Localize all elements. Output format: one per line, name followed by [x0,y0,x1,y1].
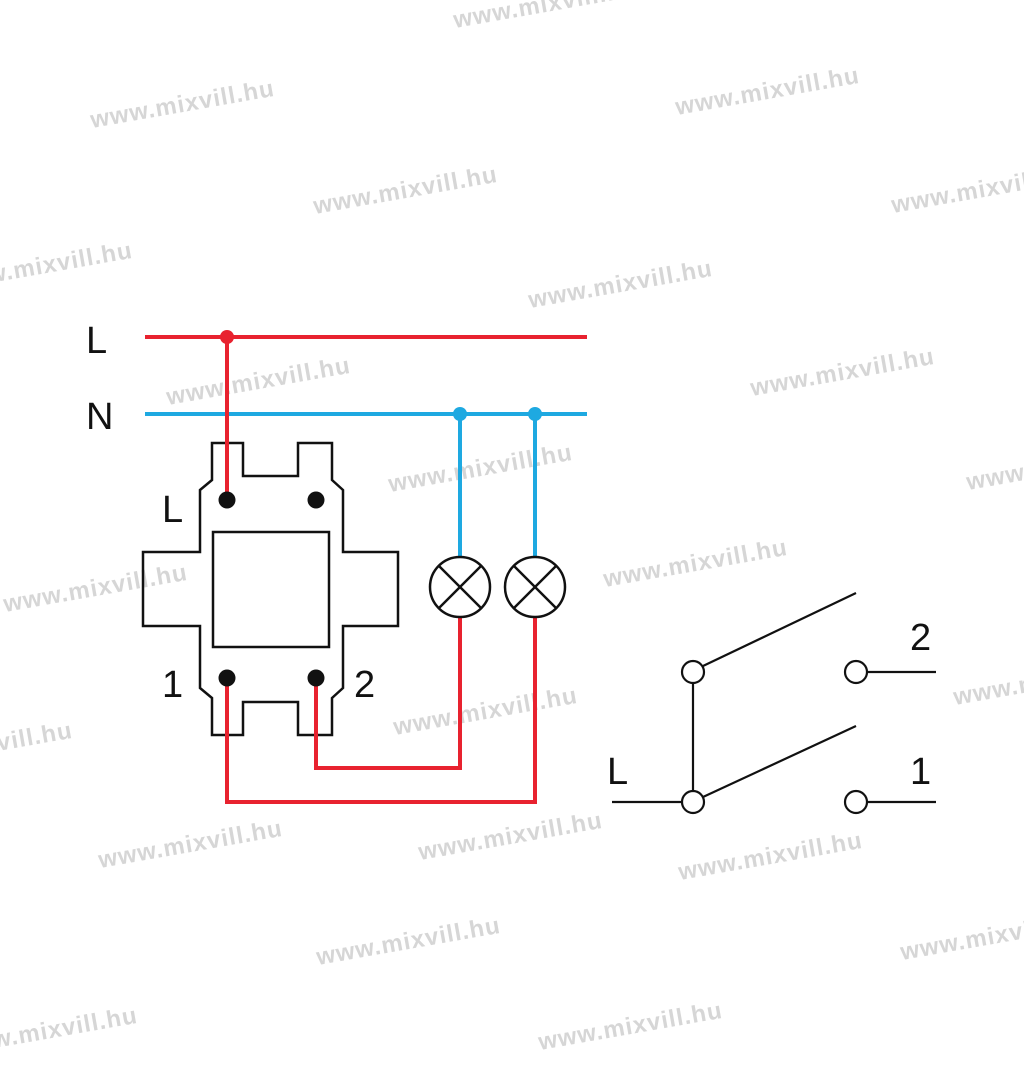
watermark: www.mixvill.hu [310,161,499,220]
terminal-1 [218,669,236,687]
switched-wire-2 [314,617,462,770]
watermark: www.mixvill.hu [95,815,284,874]
switch-schematic [612,592,936,815]
live-bus-label: L [86,320,107,362]
switched-wire-1 [225,617,537,804]
lamp-2-icon [503,555,567,619]
watermark: www.mixvill.hu [897,907,1024,966]
watermark: www.mixvill.hu [163,352,352,411]
watermark: www.mixvill.hu [747,343,936,402]
schematic-2-label: 2 [910,617,931,659]
watermark: www.mixvill.hu [675,827,864,886]
watermark: www.mixvill.hu [0,559,189,618]
terminal-unused [307,491,325,509]
neutral-bus-label: N [86,396,113,438]
watermark: www.mixvill.hu [0,717,75,776]
neutral-junction-dot [528,407,542,421]
watermark: www.mixvill.hu [525,255,714,314]
watermark: www.mixvill.hu [0,237,135,296]
schematic-l-label: L [607,751,628,793]
terminal-1-label: 1 [162,664,183,706]
neutral-junction-dot [453,407,467,421]
switch-rocker [211,530,331,649]
watermarks: www.mixvill.hu www.mixvill.hu www.mixvil… [0,0,1024,1061]
watermark: www.mixvill.hu [87,75,276,134]
watermark: www.mixvill.hu [963,437,1024,496]
watermark: www.mixvill.hu [415,807,604,866]
lamp-1-icon [428,555,492,619]
terminal-2 [307,669,325,687]
watermark: www.mixvill.hu [390,682,579,741]
terminal-l-label: L [162,489,183,531]
watermark: www.mixvill.hu [600,534,789,593]
watermark: www.mixvill.hu [313,912,502,971]
switch-body-outline [141,441,400,737]
terminal-2-label: 2 [354,664,375,706]
live-junction-dot [220,330,234,344]
watermark: www.mixvill.hu [672,62,861,121]
schematic-1-label: 1 [910,751,931,793]
watermark: www.mixvill.hu [888,160,1024,219]
watermark: www.mixvill.hu [535,997,724,1056]
watermark: www.mixvill.hu [385,439,574,498]
terminal-l [218,491,236,509]
watermark: www.mixvill.hu [450,0,639,34]
watermark: www.mixvill.hu [950,652,1024,711]
watermark: www.mixvill.hu [0,1002,140,1061]
